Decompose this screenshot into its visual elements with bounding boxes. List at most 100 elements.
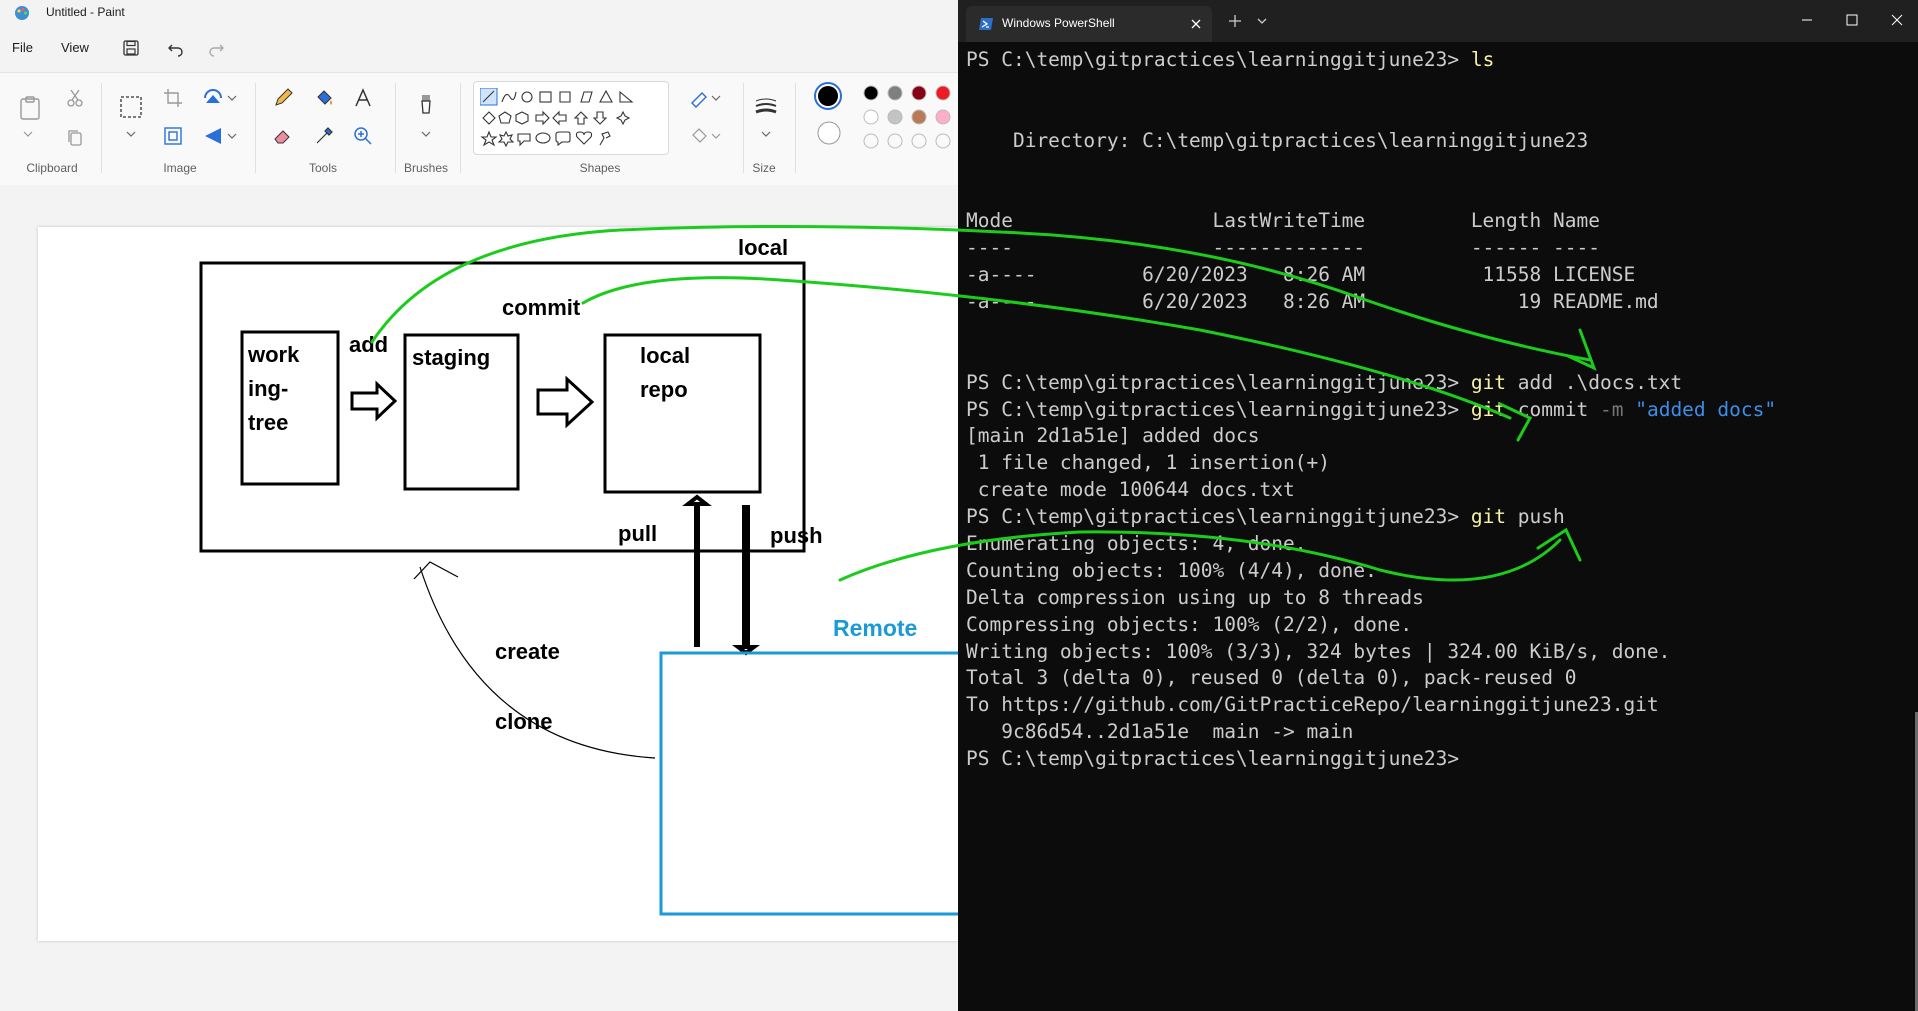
terminal-text: add .\docs.txt bbox=[1506, 370, 1683, 394]
select-icon[interactable] bbox=[119, 95, 143, 119]
clone-arrowhead bbox=[413, 561, 459, 580]
copy-icon[interactable] bbox=[64, 127, 86, 149]
terminal-text: git bbox=[1470, 397, 1507, 421]
magnifier-icon[interactable] bbox=[352, 125, 374, 147]
palette-empty-swatch[interactable] bbox=[863, 133, 879, 149]
label-local: local bbox=[738, 235, 789, 260]
brush-icon[interactable] bbox=[414, 93, 438, 117]
select-chevron-down-icon[interactable] bbox=[125, 129, 137, 139]
minimize-icon[interactable] bbox=[1797, 10, 1817, 30]
pencil-icon[interactable] bbox=[272, 87, 294, 109]
label-working-tree-line: ing- bbox=[248, 376, 289, 401]
label-push: push bbox=[770, 523, 823, 548]
crop-icon[interactable] bbox=[162, 87, 184, 109]
paint-app-icon bbox=[15, 6, 29, 20]
terminal-text: Total 3 (delta 0), reused 0 (delta 0), p… bbox=[966, 666, 1577, 690]
clipboard-group-label: Clipboard bbox=[26, 161, 78, 175]
paint-ribbon: Clipboard Image bbox=[0, 72, 958, 186]
brush-chevron-down-icon[interactable] bbox=[420, 129, 432, 139]
flip-chevron-down-icon[interactable] bbox=[226, 131, 238, 141]
size-icon[interactable] bbox=[754, 97, 778, 117]
terminal-line: [main 2d1a51e] added docs bbox=[966, 423, 1906, 450]
menu-file[interactable]: File bbox=[12, 40, 33, 55]
paint-titlebar: Untitled - Paint bbox=[0, 0, 958, 26]
label-local-repo-line: local bbox=[640, 343, 691, 368]
paste-chevron-down-icon[interactable] bbox=[22, 129, 34, 139]
outline-icon[interactable] bbox=[688, 87, 710, 109]
terminal-line: To https://github.com/GitPracticeRepo/le… bbox=[966, 692, 1906, 719]
palette-empty-swatch[interactable] bbox=[935, 133, 951, 149]
terminal-line: Writing objects: 100% (3/3), 324 bytes |… bbox=[966, 639, 1906, 666]
pull-arrow bbox=[682, 494, 712, 647]
tab-dropdown-chevron-down-icon[interactable] bbox=[1256, 16, 1268, 26]
save-icon[interactable] bbox=[121, 38, 141, 58]
label-create: create bbox=[495, 639, 560, 664]
shape-fill-icon[interactable] bbox=[688, 125, 710, 147]
close-window-icon[interactable] bbox=[1887, 10, 1907, 30]
terminal-line bbox=[966, 74, 1906, 101]
color2-swatch[interactable] bbox=[817, 121, 841, 145]
terminal-line: 9c86d54..2d1a51e main -> main bbox=[966, 719, 1906, 746]
new-tab-icon[interactable] bbox=[1228, 14, 1242, 28]
label-local-repo-line: repo bbox=[640, 377, 688, 402]
flip-icon[interactable] bbox=[202, 125, 224, 147]
tab-title: Windows PowerShell bbox=[1002, 16, 1115, 30]
shapes-group-label: Shapes bbox=[579, 161, 621, 175]
color-picker-icon[interactable] bbox=[313, 125, 335, 147]
resize-icon[interactable] bbox=[162, 125, 184, 147]
rotate-icon[interactable] bbox=[202, 87, 224, 109]
palette-empty-swatch[interactable] bbox=[911, 133, 927, 149]
add-arrow bbox=[350, 380, 398, 422]
label-staging: staging bbox=[412, 345, 491, 370]
color-palette[interactable] bbox=[862, 83, 958, 153]
palette-color-swatch[interactable] bbox=[863, 109, 879, 125]
palette-color-swatch[interactable] bbox=[911, 109, 927, 125]
fill-icon[interactable] bbox=[313, 87, 335, 109]
terminal-line: 1 file changed, 1 insertion(+) bbox=[966, 450, 1906, 477]
terminal-text: -m bbox=[1599, 397, 1624, 421]
terminal-text: 9c86d54..2d1a51e main -> main bbox=[966, 720, 1354, 744]
terminal-text: commit bbox=[1506, 397, 1600, 421]
menu-view[interactable]: View bbox=[61, 40, 89, 55]
ribbon-separator bbox=[460, 83, 461, 173]
terminal-text: create mode 100644 docs.txt bbox=[966, 478, 1295, 502]
shapes-gallery bbox=[473, 81, 669, 155]
undo-icon[interactable] bbox=[166, 38, 186, 58]
palette-color-swatch[interactable] bbox=[887, 109, 903, 125]
terminal-text: Delta compression using up to 8 threads bbox=[966, 585, 1424, 609]
terminal-text: PS C:\temp\gitpractices\learninggitjune2… bbox=[966, 370, 1471, 394]
rotate-chevron-down-icon[interactable] bbox=[226, 93, 238, 103]
canvas-area: local work ing- tree add staging commit … bbox=[0, 185, 958, 1001]
palette-color-swatch[interactable] bbox=[887, 85, 903, 101]
close-tab-icon[interactable] bbox=[1190, 18, 1202, 30]
tab-windows-powershell[interactable]: Windows PowerShell bbox=[966, 6, 1212, 42]
text-icon[interactable] bbox=[352, 87, 374, 109]
terminal-text: 1 file changed, 1 insertion(+) bbox=[966, 451, 1330, 475]
ribbon-separator bbox=[743, 83, 744, 173]
ribbon-separator bbox=[795, 83, 796, 173]
terminal-text: "added docs" bbox=[1635, 397, 1777, 421]
eraser-icon[interactable] bbox=[272, 125, 294, 147]
drawing-canvas[interactable]: local work ing- tree add staging commit … bbox=[38, 227, 958, 941]
palette-color-swatch[interactable] bbox=[935, 85, 951, 101]
palette-color-swatch[interactable] bbox=[863, 85, 879, 101]
color1-swatch[interactable] bbox=[813, 81, 843, 111]
cut-icon[interactable] bbox=[64, 87, 86, 109]
outline-chevron-down-icon[interactable] bbox=[710, 93, 722, 103]
terminal-text: Compressing objects: 100% (2/2), done. bbox=[966, 612, 1413, 636]
palette-empty-swatch[interactable] bbox=[887, 133, 903, 149]
terminal-line bbox=[966, 343, 1906, 370]
terminal-line bbox=[966, 101, 1906, 128]
shapes-grid-icon[interactable] bbox=[480, 88, 660, 150]
palette-color-swatch[interactable] bbox=[935, 109, 951, 125]
palette-color-swatch[interactable] bbox=[911, 85, 927, 101]
size-chevron-down-icon[interactable] bbox=[760, 129, 772, 139]
redo-icon[interactable] bbox=[206, 38, 226, 58]
terminal-scrollbar[interactable] bbox=[1915, 712, 1918, 1011]
shape-fill-chevron-down-icon[interactable] bbox=[710, 131, 722, 141]
maximize-icon[interactable] bbox=[1842, 10, 1862, 30]
terminal-text: Counting objects: 100% (4/4), done. bbox=[966, 558, 1377, 582]
terminal-output[interactable]: PS C:\temp\gitpractices\learninggitjune2… bbox=[966, 47, 1906, 773]
label-clone: clone bbox=[495, 709, 553, 734]
paste-icon[interactable] bbox=[18, 95, 42, 121]
